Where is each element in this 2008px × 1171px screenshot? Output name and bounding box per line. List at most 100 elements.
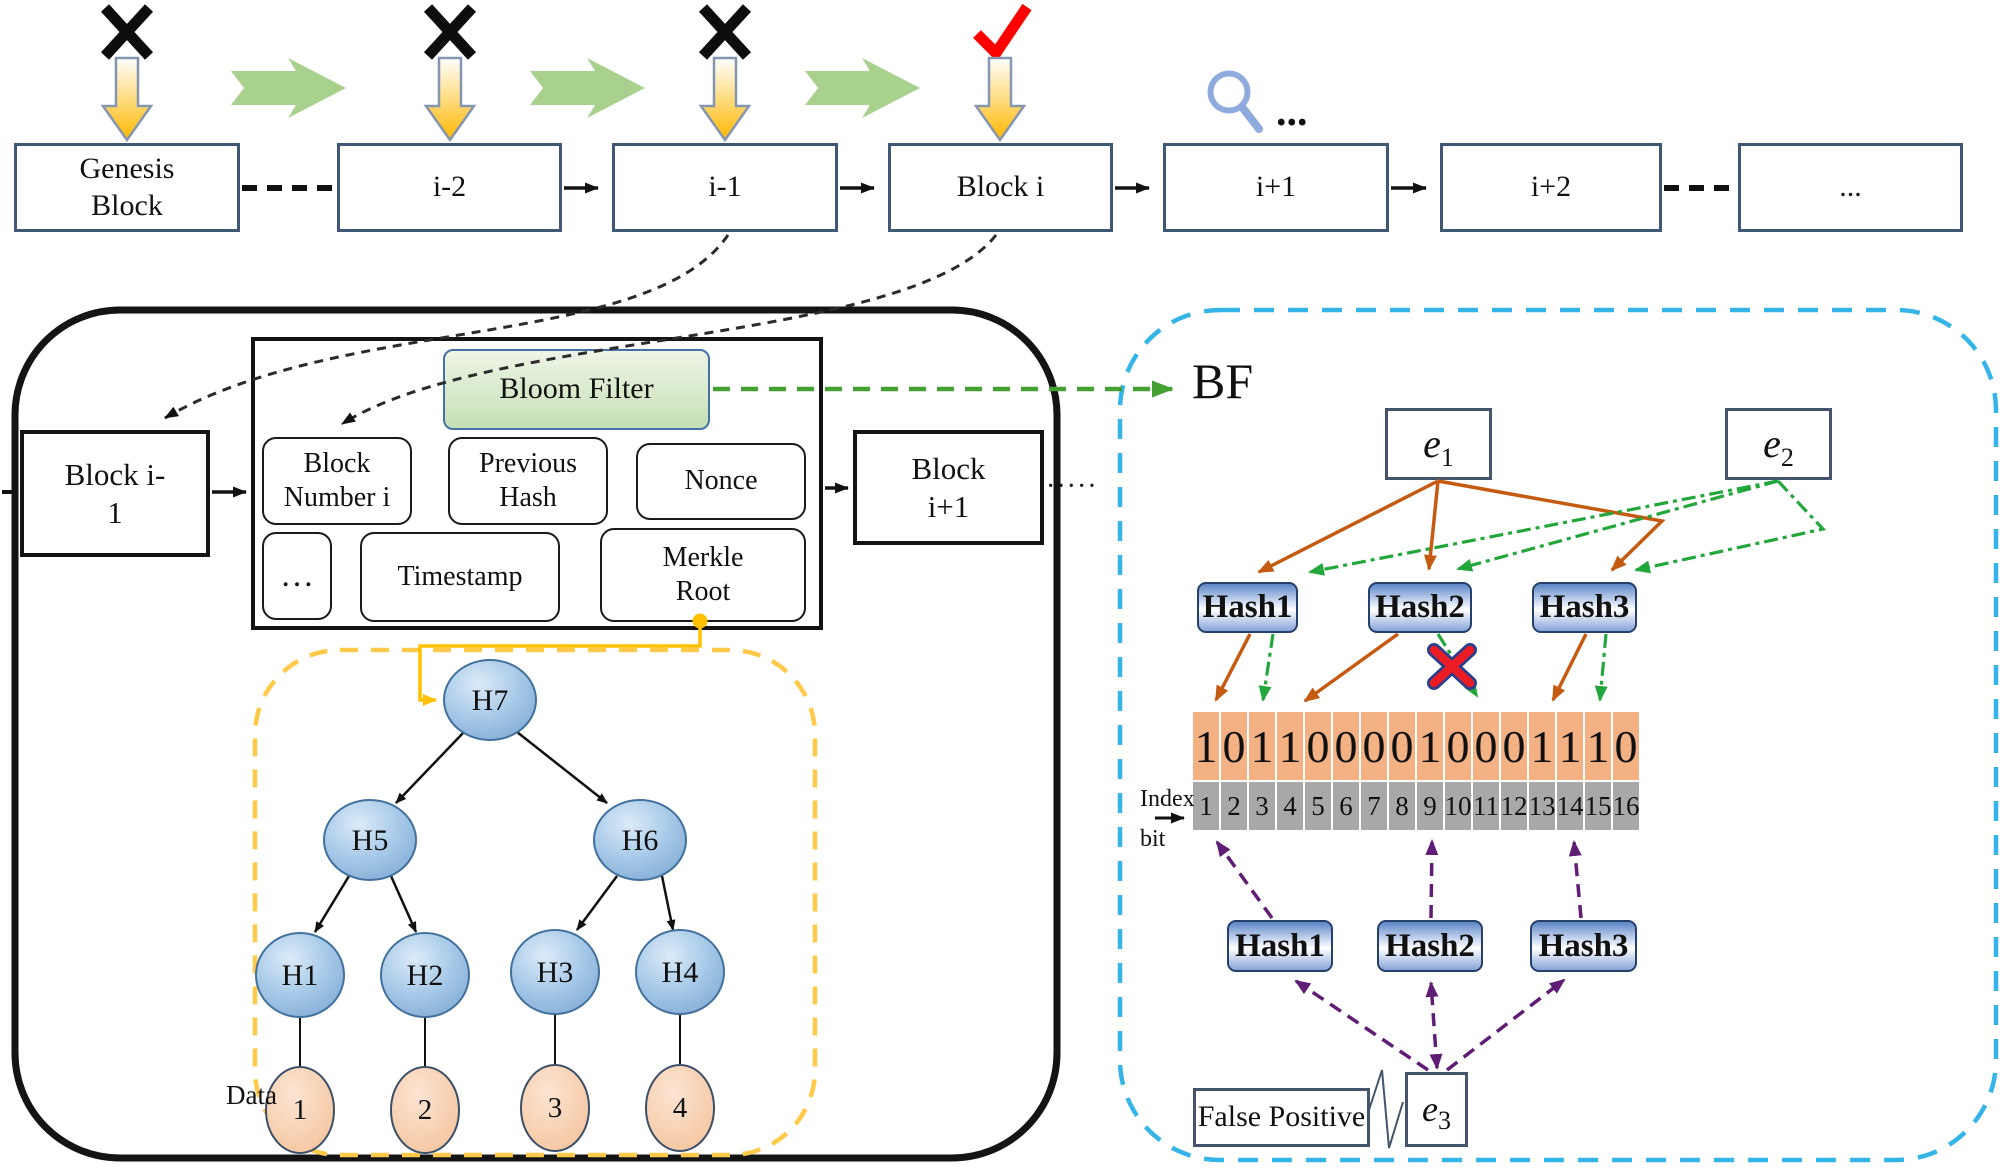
index-cell-2: 2 — [1221, 782, 1247, 830]
previous-hash-label: Previous Hash — [479, 447, 577, 513]
merkle-leaf-label-1: 1 — [292, 1094, 308, 1126]
chain-box-label: i-1 — [708, 170, 742, 204]
merkle-root-label: Merkle Root — [662, 541, 744, 607]
false-positive-box: False Positive — [1193, 1088, 1370, 1147]
previous-hash-field: Previous Hash — [448, 437, 608, 525]
index-cell-12: 12 — [1501, 782, 1528, 830]
hash2-label: Hash2 — [1375, 589, 1465, 626]
hash1-query-box: Hash1 — [1227, 920, 1333, 972]
bit-cell-7: 0 — [1361, 712, 1387, 780]
bit-cell-9: 1 — [1417, 712, 1443, 780]
element-e3-label: e3 — [1422, 1088, 1451, 1135]
chain-box-genesis: Genesis Block — [14, 143, 240, 232]
chain-box-label: i-2 — [432, 170, 467, 204]
chain-box-i-2: i-2 — [337, 143, 562, 232]
element-e1-box: e1 — [1385, 408, 1492, 480]
leaf-4 — [645, 1064, 715, 1152]
index-cell-14: 14 — [1557, 782, 1584, 830]
bit-cell-2: 0 — [1221, 712, 1247, 780]
false-positive-label: False Positive — [1197, 1100, 1366, 1134]
hash3-insert-box: Hash3 — [1532, 582, 1637, 633]
bit-cell-3: 1 — [1249, 712, 1275, 780]
merkle-node-label-h6: H6 — [621, 824, 659, 857]
bit-cell-5: 0 — [1305, 712, 1331, 780]
block-number-label: Block Number i — [283, 447, 391, 513]
merkle-root-field: Merkle Root — [600, 528, 806, 622]
merkle-leaf-label-2: 2 — [417, 1094, 433, 1126]
chain-box-label: ... — [1839, 170, 1862, 204]
chain-box-label: i+1 — [1255, 170, 1297, 204]
timestamp-field: Timestamp — [360, 532, 560, 622]
index-cell-6: 6 — [1333, 782, 1359, 830]
hash1-label: Hash1 — [1202, 589, 1293, 626]
node-h5 — [323, 799, 417, 881]
chain-continuation-dots: ····· — [1046, 471, 1098, 502]
chain-box-label: i+2 — [1530, 170, 1572, 204]
bit-cell-14: 1 — [1557, 712, 1583, 780]
bit-cell-6: 0 — [1333, 712, 1359, 780]
index-cell-7: 7 — [1361, 782, 1387, 830]
chain-box-i+1: i+1 — [1163, 143, 1389, 232]
index-cell-16: 16 — [1613, 782, 1640, 830]
hash2-label: Hash2 — [1385, 927, 1475, 964]
merkle-node-label-h5: H5 — [351, 824, 389, 857]
bloom-filter-label: Bloom Filter — [499, 372, 654, 406]
bit-cell-4: 1 — [1277, 712, 1303, 780]
more-fields-field: … — [262, 532, 332, 620]
node-h2 — [380, 932, 470, 1018]
bit-cell-15: 1 — [1585, 712, 1611, 780]
hash3-label: Hash3 — [1538, 927, 1629, 964]
prev-block-label: Block i-1 — [64, 456, 166, 530]
index-cell-1: 1 — [1193, 782, 1219, 830]
bit-cell-10: 0 — [1445, 712, 1471, 780]
chain-box-label: Block i — [956, 170, 1045, 204]
bf-title: BF — [1192, 353, 1254, 409]
chain-box-label: Genesis Block — [79, 151, 175, 222]
merkle-node-label-h3: H3 — [536, 956, 574, 989]
node-h6 — [593, 799, 687, 881]
hash2-query-box: Hash2 — [1377, 920, 1483, 972]
bit-cell-13: 1 — [1529, 712, 1555, 780]
merkle-node-label-h7: H7 — [471, 684, 509, 717]
node-h1 — [255, 932, 345, 1018]
hash3-query-box: Hash3 — [1530, 920, 1637, 972]
chain-box-i-1: i-1 — [612, 143, 838, 232]
index-cell-10: 10 — [1445, 782, 1472, 830]
bloom-filter-field: Bloom Filter — [443, 349, 710, 430]
timestamp-label: Timestamp — [397, 560, 523, 592]
bit-cell-1: 1 — [1193, 712, 1219, 780]
bit-cell-8: 0 — [1389, 712, 1415, 780]
index-cell-9: 9 — [1417, 782, 1443, 830]
bit-cell-16: 0 — [1613, 712, 1639, 780]
hash2-insert-box: Hash2 — [1368, 582, 1472, 633]
merkle-data-label: Data — [226, 1080, 277, 1110]
merkle-leaf-label-4: 4 — [672, 1092, 688, 1124]
element-e1-label: e1 — [1423, 420, 1454, 472]
block-number-field: Block Number i — [262, 437, 412, 525]
next-block-label: Block i+1 — [911, 450, 986, 524]
index-cell-11: 11 — [1473, 782, 1499, 830]
next-block-box: Block i+1 — [853, 430, 1044, 545]
index-cell-15: 15 — [1585, 782, 1612, 830]
index-cell-13: 13 — [1529, 782, 1556, 830]
search-ellipsis: ... — [1276, 89, 1308, 135]
leaf-2 — [390, 1066, 460, 1154]
chain-box-i+2: i+2 — [1440, 143, 1662, 232]
index-cell-3: 3 — [1249, 782, 1275, 830]
bit-cell-12: 0 — [1501, 712, 1527, 780]
nonce-label: Nonce — [684, 465, 758, 497]
leaf-1 — [265, 1066, 335, 1154]
hash1-insert-box: Hash1 — [1197, 582, 1298, 633]
merkle-node-label-h2: H2 — [406, 959, 444, 992]
node-h4 — [635, 929, 725, 1015]
merkle-node-label-h4: H4 — [661, 956, 699, 989]
element-e2-label: e2 — [1763, 420, 1794, 472]
index-cell-4: 4 — [1277, 782, 1303, 830]
merkle-tree-edges — [299, 731, 681, 1066]
index-cell-8: 8 — [1389, 782, 1415, 830]
merkle-data-leaves — [265, 1064, 715, 1154]
bit-cell-11: 0 — [1473, 712, 1499, 780]
index-bit-label: Index bit — [1140, 786, 1195, 853]
hash3-label: Hash3 — [1539, 589, 1630, 626]
